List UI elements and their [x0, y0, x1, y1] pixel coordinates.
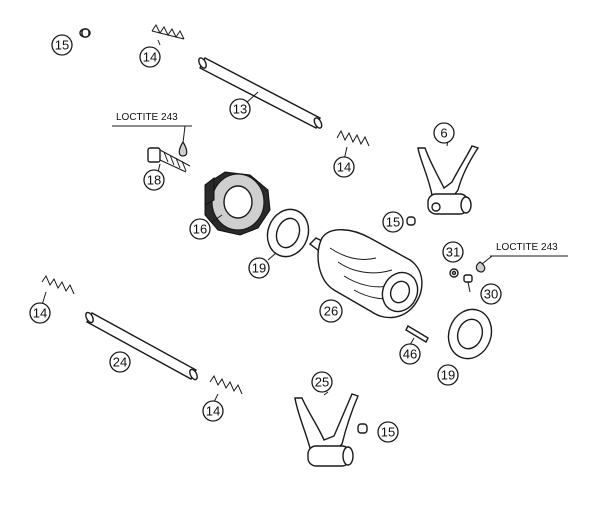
part-shift-fork-6 [417, 145, 480, 215]
svg-text:14: 14 [337, 160, 351, 175]
svg-text:6: 6 [440, 126, 447, 141]
svg-text:25: 25 [315, 375, 329, 390]
part-pin-15-bottom [357, 423, 368, 434]
part-loctite-drop-left [178, 140, 188, 157]
part-shift-cam-16 [204, 171, 271, 236]
svg-text:16: 16 [193, 222, 207, 237]
callout-24[interactable]: 24 [109, 351, 131, 373]
callout-46[interactable]: 46 [399, 343, 421, 365]
svg-text:14: 14 [33, 306, 47, 321]
callout-14[interactable]: 14 [139, 46, 161, 68]
svg-text:46: 46 [403, 347, 417, 362]
callout-31[interactable]: 31 [442, 241, 464, 263]
callout-6[interactable]: 6 [433, 122, 455, 144]
callout-14[interactable]: 14 [29, 302, 51, 324]
part-pin-15-mid [406, 216, 416, 226]
part-spring-14-left [41, 274, 75, 295]
callout-13[interactable]: 13 [229, 98, 251, 120]
callout-15[interactable]: 15 [377, 421, 399, 443]
callout-15[interactable]: 15 [51, 34, 73, 56]
loctite-note-left: LOCTITE 243 [116, 112, 178, 123]
svg-text:14: 14 [206, 404, 220, 419]
callout-16[interactable]: 16 [189, 218, 211, 240]
svg-text:26: 26 [324, 304, 338, 319]
svg-text:13: 13 [233, 102, 247, 117]
callout-14[interactable]: 14 [333, 156, 355, 178]
part-shift-drum-26 [308, 229, 423, 319]
part-shaft-24 [85, 311, 198, 381]
part-loctite-drop-right [475, 261, 486, 273]
svg-text:19: 19 [441, 368, 455, 383]
part-washer-19-lower [447, 308, 493, 360]
part-shaft-13 [198, 57, 323, 129]
part-bolt-18 [147, 147, 191, 173]
callout-18[interactable]: 18 [143, 169, 165, 191]
callout-19[interactable]: 19 [248, 257, 270, 279]
part-dowel-46 [405, 325, 429, 343]
svg-text:30: 30 [484, 287, 498, 302]
part-pin-15-top [79, 28, 91, 38]
callout-25[interactable]: 25 [311, 371, 333, 393]
callout-30[interactable]: 30 [480, 283, 502, 305]
part-spring-14-mid [336, 129, 370, 147]
part-spring-14-top [151, 24, 185, 40]
callout-15[interactable]: 15 [382, 211, 404, 233]
part-washer-31 [449, 268, 459, 278]
svg-text:15: 15 [386, 215, 400, 230]
callout-26[interactable]: 26 [319, 299, 343, 323]
svg-text:31: 31 [446, 245, 460, 260]
svg-text:14: 14 [143, 50, 157, 65]
part-washer-19-upper [266, 208, 310, 258]
part-spring-14-bottom [209, 374, 243, 395]
svg-text:24: 24 [113, 355, 127, 370]
svg-text:15: 15 [55, 38, 69, 53]
svg-text:15: 15 [381, 425, 395, 440]
callout-19[interactable]: 19 [437, 364, 459, 386]
svg-text:19: 19 [252, 261, 266, 276]
loctite-note-right: LOCTITE 243 [496, 242, 558, 253]
callout-14[interactable]: 14 [202, 400, 224, 422]
svg-text:18: 18 [147, 173, 161, 188]
part-bolt-30 [463, 274, 473, 293]
part-shift-fork-25 [294, 393, 359, 467]
